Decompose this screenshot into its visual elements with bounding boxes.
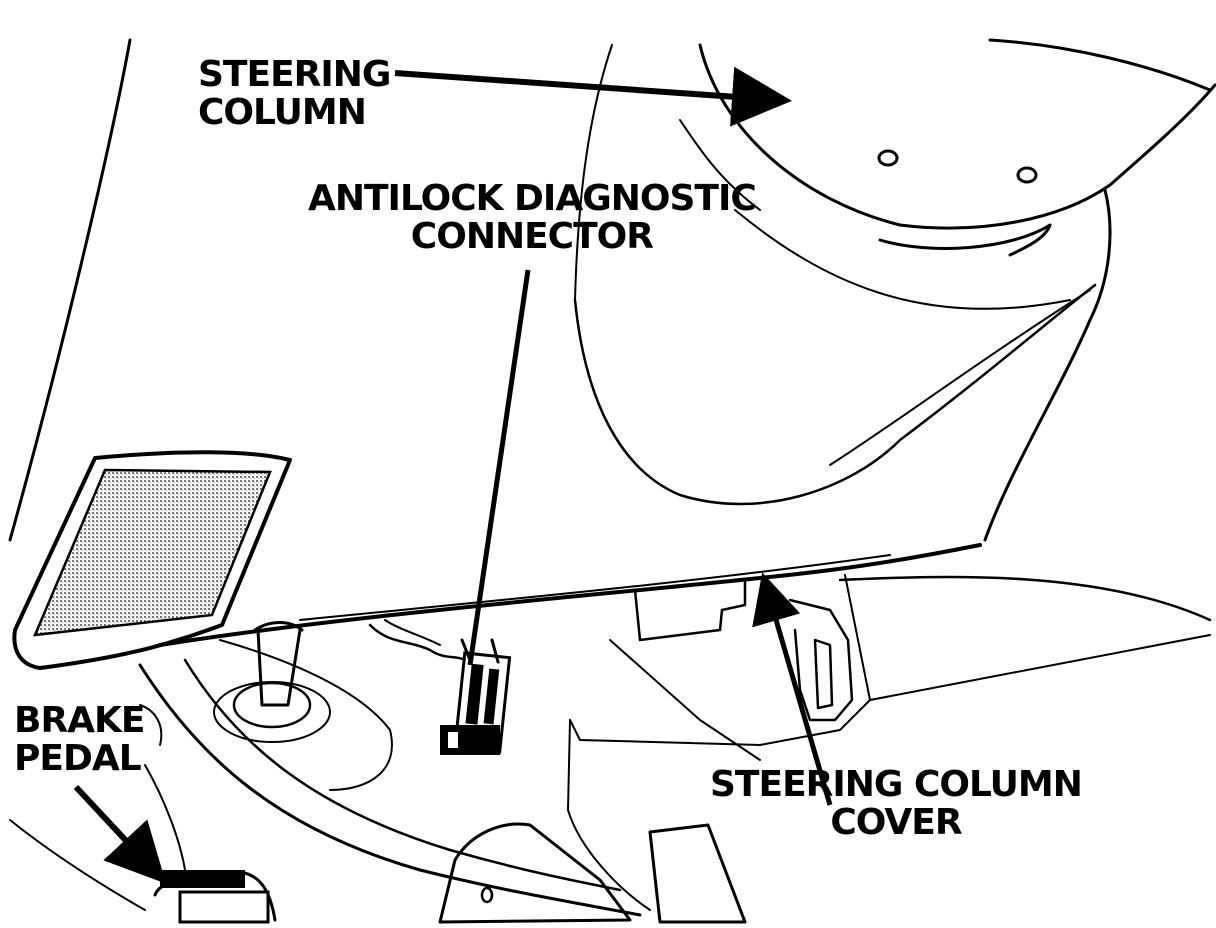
steering-column-shroud xyxy=(698,43,1216,230)
pedal-shaft xyxy=(256,628,302,707)
cover-right-bracket xyxy=(788,598,854,722)
antilock-connector-label: ANTILOCK DIAGNOSTIC CONNECTOR xyxy=(308,178,757,257)
brake-label-bracket xyxy=(139,704,163,746)
floor-ring-2 xyxy=(219,639,393,791)
brake-pedal-shape xyxy=(9,764,277,924)
dash-left-edge xyxy=(8,38,132,542)
steering-column-leader xyxy=(394,66,792,127)
kick-panel-frame xyxy=(12,450,292,670)
antilock-connector-shape xyxy=(440,638,512,755)
steering-column-label-line1: STEERING xyxy=(198,54,391,95)
bracket-hole xyxy=(480,886,494,904)
cover-body xyxy=(633,578,747,642)
cover-slot xyxy=(813,638,834,710)
brake-pedal-leader xyxy=(73,784,167,884)
pedal-shaft-cap xyxy=(253,621,304,632)
right-panel-curve xyxy=(838,575,1212,622)
shroud-hole-1 xyxy=(877,149,899,167)
steering-column-cover-label-line2: COVER xyxy=(830,802,962,843)
shroud-hole-2 xyxy=(1016,166,1038,184)
antilock-connector-label-line2: CONNECTOR xyxy=(410,216,654,257)
wiring-harness xyxy=(368,623,467,662)
shroud-lower-curve xyxy=(573,283,1097,506)
lower-bracket-right xyxy=(648,823,747,924)
cover-leader xyxy=(752,572,833,806)
steering-column-cover-label-line1: STEERING COLUMN xyxy=(710,764,1083,805)
floor-line xyxy=(609,639,761,761)
floor-ring-inner xyxy=(183,658,622,892)
shroud-notch xyxy=(878,223,1052,257)
lower-bracket-left xyxy=(438,822,632,924)
dash-swoop xyxy=(679,119,761,211)
lower-panel-edge-2 xyxy=(299,554,891,621)
pedal-shaft-ring xyxy=(213,681,331,743)
brake-pedal-label-line2: PEDAL xyxy=(14,738,142,779)
floor-ring-outer xyxy=(138,663,642,917)
wiring-harness-2 xyxy=(384,619,441,646)
antilock-connector-label-line1: ANTILOCK DIAGNOSTIC xyxy=(308,178,757,219)
antilock-connector-leader xyxy=(467,269,531,666)
steering-column-label: STEERING COLUMN xyxy=(198,54,391,133)
lower-trim-2 xyxy=(567,719,651,911)
lower-trim xyxy=(569,699,871,746)
dash-center-line xyxy=(574,44,613,301)
steering-column-cover-label: STEERING COLUMN COVER xyxy=(710,764,1083,843)
steering-column-label-line2: COLUMN xyxy=(198,92,367,133)
shroud-inner-curve xyxy=(829,289,1091,466)
dash-top-right-edge xyxy=(988,38,1212,92)
lower-panel-edge xyxy=(158,543,982,647)
knee-panel xyxy=(844,574,1211,701)
brake-pedal-label-line1: BRAKE xyxy=(14,700,146,741)
dash-swoop-2 xyxy=(734,209,1071,310)
shroud-front-edge xyxy=(983,188,1112,542)
brake-pedal-label: BRAKE PEDAL xyxy=(14,700,146,779)
kick-panel-fill xyxy=(33,468,272,637)
